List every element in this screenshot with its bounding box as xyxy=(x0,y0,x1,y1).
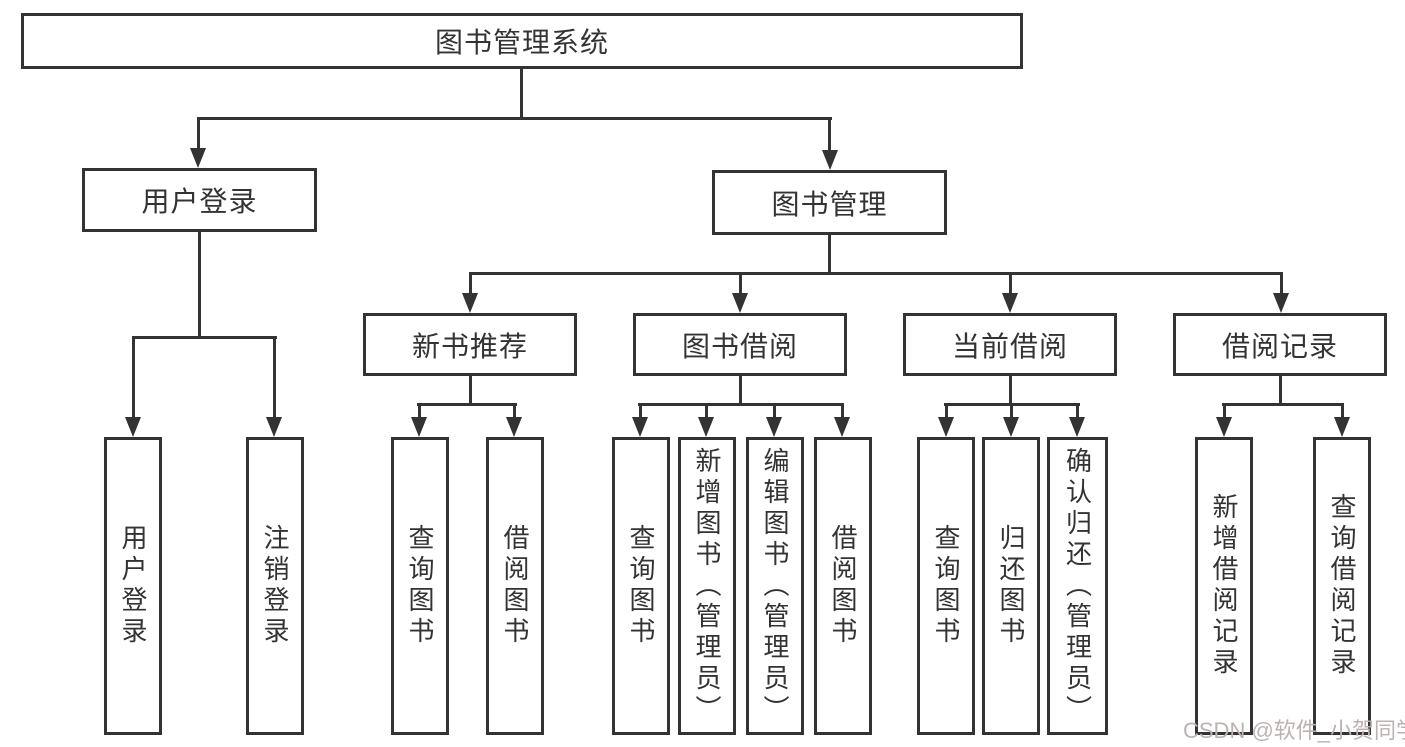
connector-line xyxy=(132,339,135,417)
connector-line xyxy=(1279,376,1282,406)
connector-line xyxy=(1076,406,1079,417)
connector-line xyxy=(828,120,831,150)
connector-line xyxy=(944,403,1080,406)
node-label: 查询图书 xyxy=(626,524,656,648)
node-label: 用户登录 xyxy=(118,524,148,648)
connector-line xyxy=(739,275,742,295)
connector-line xyxy=(1009,275,1012,295)
leaf-borrow-books-recommend: 借阅图书 xyxy=(486,437,544,735)
node-user-login: 用户登录 xyxy=(82,168,317,232)
connector-line xyxy=(638,403,844,406)
connector-line xyxy=(1009,376,1012,406)
node-book-borrowing: 图书借阅 xyxy=(633,313,847,376)
connector-line xyxy=(469,376,472,406)
connector-line xyxy=(198,232,201,339)
connector-line xyxy=(520,69,523,120)
leaf-confirm-return-admin: 确认归还（管理员） xyxy=(1047,437,1108,735)
leaf-return-book: 归还图书 xyxy=(982,437,1040,735)
connector-line xyxy=(1222,403,1344,406)
arrowhead-icon xyxy=(766,417,782,437)
arrowhead-icon xyxy=(1216,417,1232,437)
node-label: 编辑图书（管理员） xyxy=(760,446,790,726)
connector-line xyxy=(945,406,948,417)
arrowhead-icon xyxy=(822,150,838,170)
node-label: 确认归还（管理员） xyxy=(1062,446,1093,726)
arrowhead-icon xyxy=(834,417,850,437)
arrowhead-icon xyxy=(1273,293,1289,313)
node-label: 归还图书 xyxy=(996,524,1026,648)
connector-line xyxy=(1010,406,1013,417)
node-label: 借阅图书 xyxy=(828,524,858,648)
node-label: 新增借阅记录 xyxy=(1209,493,1239,679)
connector-line xyxy=(773,406,776,417)
connector-line xyxy=(739,376,742,406)
node-label: 查询图书 xyxy=(931,524,961,648)
leaf-user-login: 用户登录 xyxy=(104,437,162,735)
node-new-book-recommend: 新书推荐 xyxy=(363,313,577,376)
leaf-logout: 注销登录 xyxy=(246,437,304,735)
arrowhead-icon xyxy=(732,293,748,313)
connector-line xyxy=(639,406,642,417)
arrowhead-icon xyxy=(411,417,427,437)
connector-line xyxy=(417,403,517,406)
connector-line xyxy=(132,336,277,339)
connector-line xyxy=(197,120,200,148)
connector-line xyxy=(469,275,472,295)
watermark: CSDN @软件_小贺同学 xyxy=(1183,718,1405,743)
node-label: 查询借阅记录 xyxy=(1327,493,1357,679)
connector-line xyxy=(513,406,516,417)
node-root-system: 图书管理系统 xyxy=(21,13,1023,69)
node-label: 查询图书 xyxy=(405,524,435,648)
arrowhead-icon xyxy=(462,293,478,313)
connector-line xyxy=(469,272,1283,275)
connector-line xyxy=(705,406,708,417)
leaf-query-books-current: 查询图书 xyxy=(917,437,975,735)
arrowhead-icon xyxy=(1334,417,1350,437)
connector-line xyxy=(418,406,421,417)
connector-line xyxy=(1341,406,1344,417)
node-label: 新书推荐 xyxy=(411,330,528,362)
leaf-add-borrow-record: 新增借阅记录 xyxy=(1195,437,1253,735)
arrowhead-icon xyxy=(506,417,522,437)
node-label: 用户登录 xyxy=(141,186,258,217)
node-label: 图书借阅 xyxy=(681,330,798,362)
node-borrowing-records: 借阅记录 xyxy=(1173,313,1387,376)
node-label: 注销登录 xyxy=(260,524,290,648)
node-book-management: 图书管理 xyxy=(712,170,947,235)
connector-line xyxy=(197,117,832,120)
node-label: 当前借阅 xyxy=(951,330,1068,362)
arrowhead-icon xyxy=(266,417,282,437)
arrowhead-icon xyxy=(1003,417,1019,437)
leaf-borrow-books-borrowing: 借阅图书 xyxy=(814,437,872,735)
node-label: 借阅图书 xyxy=(500,524,530,648)
leaf-query-books-recommend: 查询图书 xyxy=(391,437,449,735)
arrowhead-icon xyxy=(1002,293,1018,313)
leaf-query-borrow-record: 查询借阅记录 xyxy=(1313,437,1371,735)
leaf-add-book-admin: 新增图书（管理员） xyxy=(678,437,736,735)
arrowhead-icon xyxy=(190,148,206,168)
connector-line xyxy=(828,235,831,275)
node-current-borrowing: 当前借阅 xyxy=(903,313,1117,376)
arrowhead-icon xyxy=(938,417,954,437)
connector-line xyxy=(273,339,276,417)
leaf-edit-book-admin: 编辑图书（管理员） xyxy=(746,437,804,735)
arrowhead-icon xyxy=(1069,417,1085,437)
node-label: 借阅记录 xyxy=(1221,330,1338,362)
connector-line xyxy=(841,406,844,417)
arrowhead-icon xyxy=(125,417,141,437)
connector-line xyxy=(1280,275,1283,295)
leaf-query-books-borrowing: 查询图书 xyxy=(612,437,670,735)
connector-line xyxy=(1223,406,1226,417)
node-label: 新增图书（管理员） xyxy=(692,446,722,726)
node-label: 图书管理 xyxy=(771,188,888,220)
arrowhead-icon xyxy=(632,417,648,437)
node-label: 图书管理系统 xyxy=(434,27,609,58)
arrowhead-icon xyxy=(698,417,714,437)
